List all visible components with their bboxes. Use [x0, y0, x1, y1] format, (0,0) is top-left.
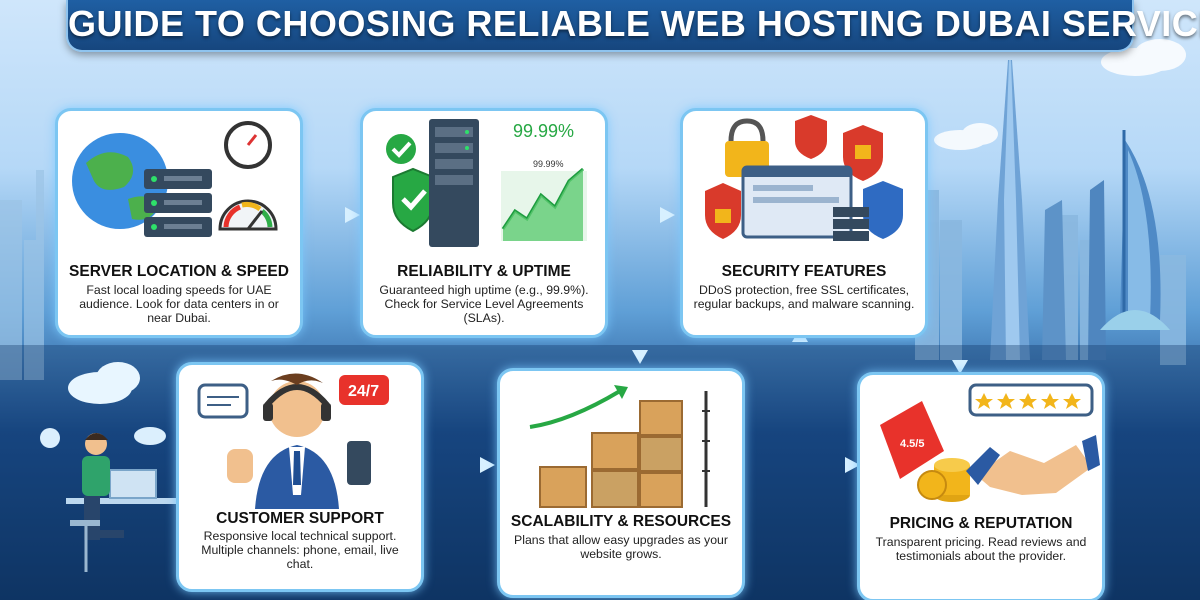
checkmark-icon	[386, 134, 416, 164]
card-title: RELIABILITY & UPTIME	[397, 263, 571, 280]
skyline-left	[0, 170, 44, 380]
card-server-location: SERVER LOCATION & SPEED Fast local loadi…	[55, 108, 303, 338]
card-description: DDoS protection, free SSL certificates, …	[693, 283, 915, 311]
card-description: Fast local loading speeds for UAE audien…	[79, 283, 279, 325]
price-tag-icon	[880, 401, 944, 479]
card-security-features: SECURITY FEATURES DDoS protection, free …	[680, 108, 928, 338]
card-description: Responsive local technical support. Mult…	[201, 529, 399, 571]
skyline-dubai	[915, 39, 1186, 365]
pricing-handshake-illustration: 4.5/5	[880, 383, 1100, 502]
card-title: CUSTOMER SUPPORT	[216, 510, 384, 527]
box-stack	[539, 400, 683, 508]
card-title: PRICING & REPUTATION	[889, 515, 1073, 532]
card-description: Transparent pricing. Read reviews and te…	[875, 535, 1087, 563]
uptime-small-label: 99.99%	[533, 159, 564, 169]
card-title: SCALABILITY & RESOURCES	[510, 513, 732, 530]
support-agent-illustration: 24/7	[197, 373, 389, 509]
card-scalability-resources: SCALABILITY & RESOURCES Plans that allow…	[497, 368, 745, 598]
card-description: Plans that allow easy upgrades as your w…	[514, 533, 728, 561]
card-description: Guaranteed high uptime (e.g., 99.9%). Ch…	[379, 283, 589, 325]
card-pricing-reputation: 4.5/5 PRICING & REPUTATION Transparent p…	[857, 372, 1105, 600]
growth-arrow-icon	[529, 389, 622, 429]
handshake-icon	[976, 445, 1092, 495]
title-banner: GUIDE TO CHOOSING RELIABLE WEB HOSTING D…	[66, 0, 1200, 52]
card-title: SECURITY FEATURES	[721, 263, 887, 280]
headset-icon	[264, 384, 330, 407]
card-title: SERVER LOCATION & SPEED	[69, 263, 289, 280]
chat-bubble-icon	[197, 383, 249, 419]
security-locks-illustration	[705, 115, 903, 241]
badge-24-7	[339, 375, 389, 405]
coin-stack-icon	[917, 458, 970, 502]
person-at-desk-illustration	[40, 362, 186, 572]
globe-server-gauge-illustration	[72, 121, 278, 237]
phone-icon	[347, 441, 371, 485]
shield-icon	[392, 167, 434, 233]
uptime-large-label: 99.99%	[513, 121, 574, 141]
shield-icon	[795, 115, 827, 159]
svg-text:24/7: 24/7	[348, 383, 379, 400]
thumbs-up-icon	[227, 449, 253, 483]
card-reliability-uptime: 99.99% 99.99% RELIABILITY & UPTIME Guara…	[360, 108, 608, 338]
page-title: GUIDE TO CHOOSING RELIABLE WEB HOSTING D…	[68, 3, 1200, 44]
server-uptime-illustration: 99.99% 99.99%	[386, 119, 587, 247]
card-customer-support: 24/7 CUSTOMER SUPPORT Responsive local t…	[176, 362, 424, 592]
svg-text:4.5/5: 4.5/5	[900, 438, 924, 450]
stacked-boxes-illustration	[529, 385, 710, 508]
